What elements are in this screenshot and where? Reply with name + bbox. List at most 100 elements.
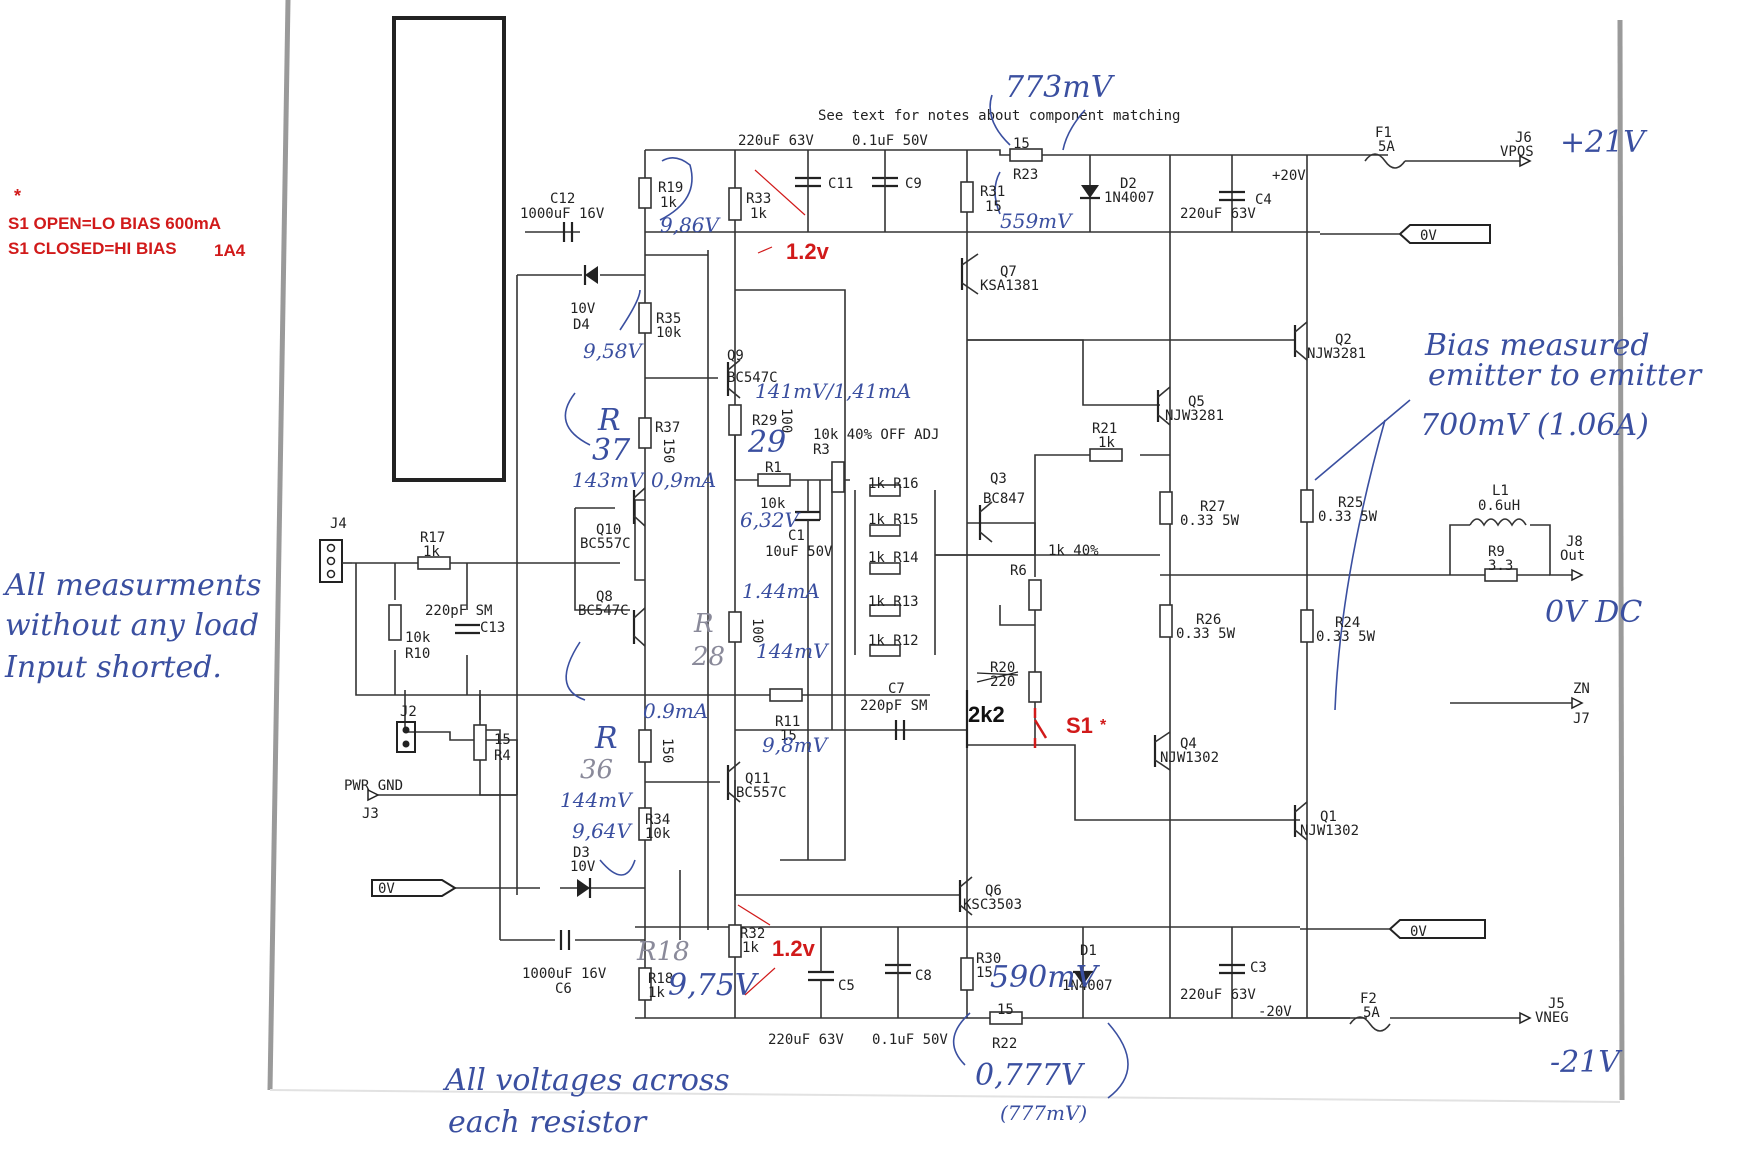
- label-r33: R33: [746, 191, 771, 207]
- label-r4: R4: [494, 748, 511, 764]
- label-c10: 220uF 63V: [738, 133, 814, 149]
- label-r11: R11: [775, 714, 800, 730]
- resistor-r33: [728, 187, 742, 221]
- hand-v-r11: 9,8mV: [762, 733, 830, 757]
- resistor-r15: [869, 524, 901, 537]
- resistor-r25: [1300, 489, 1314, 523]
- hand-meas-line-2: without any load: [5, 608, 259, 643]
- label-c8-value: 0.1uF 50V: [872, 1032, 948, 1048]
- resistor-r17: [417, 556, 451, 570]
- label-r15: 1k R15: [868, 512, 919, 528]
- resistor-r28: [728, 611, 742, 643]
- strike-mark: [976, 672, 1019, 676]
- label-r29: R29: [752, 413, 777, 429]
- red-mark: [744, 967, 776, 996]
- transistor-q10: [632, 487, 646, 527]
- label-c8: C8: [915, 968, 932, 984]
- label-r36-value: 150: [659, 738, 675, 763]
- connector-j2: [396, 721, 416, 753]
- hand-v-r36: 144mV: [560, 788, 634, 812]
- label-r30-value: 15: [976, 965, 993, 981]
- label-c11: C11: [828, 176, 853, 192]
- resistor-r9: [1484, 568, 1518, 582]
- arrow: [1062, 109, 1086, 151]
- label-r34-value: 10k: [645, 826, 671, 842]
- red-mark: [737, 904, 771, 926]
- resistor-r16: [869, 484, 901, 497]
- sheet-right-edge: [1617, 19, 1625, 1101]
- label-c9: C9: [905, 176, 922, 192]
- label-q11: Q11: [745, 771, 770, 787]
- label-r20-value: 220: [990, 674, 1015, 690]
- header-note: See text for notes about component match…: [818, 108, 1180, 124]
- resistor-r21: [1089, 448, 1123, 462]
- label-d3-value: 10V: [570, 859, 596, 875]
- wire: [967, 522, 1036, 577]
- arrow-559mv: [994, 171, 1001, 215]
- label-q10-value: BC557C: [580, 536, 631, 552]
- empty-frame: [392, 16, 506, 482]
- note-line-2: S1 CLOSED=HI BIAS: [8, 239, 177, 258]
- label-r27-value: 0.33 5W: [1180, 513, 1240, 529]
- label-r25-value: 0.33 5W: [1318, 509, 1378, 525]
- diode-d4: [583, 265, 598, 285]
- label-c3: C3: [1250, 960, 1267, 976]
- resistor-r4: [473, 724, 487, 761]
- label-r31-value: 15: [985, 199, 1002, 215]
- label-c13-value: 220pF SM: [425, 603, 492, 619]
- resistor-r10: [388, 604, 402, 641]
- hand-r28-letter: R: [693, 609, 714, 639]
- resistor-r27: [1159, 491, 1173, 525]
- hand-all-line-1: All voltages across: [442, 1063, 730, 1098]
- transistor-q7: [960, 253, 979, 295]
- label-r27: R27: [1200, 499, 1225, 515]
- label-c7: C7: [888, 681, 905, 697]
- arrow-r19: [659, 157, 693, 221]
- resistor-r34: [638, 807, 652, 841]
- label-q4: Q4: [1180, 736, 1197, 752]
- transistor-q8: [632, 607, 646, 647]
- label-r11-value: 15: [780, 728, 797, 744]
- label-r26-value: 0.33 5W: [1176, 626, 1236, 642]
- resistor-r26: [1159, 604, 1173, 638]
- label-r24-value: 0.33 5W: [1316, 629, 1376, 645]
- label-q5: Q5: [1188, 394, 1205, 410]
- label-j5: J5: [1548, 996, 1565, 1012]
- label-q8-value: BC547C: [578, 603, 629, 619]
- annotation-1v2-bottom: 1.2v: [772, 936, 816, 961]
- white-smudge: [1060, 638, 1120, 682]
- label-q9: Q9: [727, 348, 744, 364]
- hand-v-d4: 9,58V: [583, 339, 645, 363]
- label-r9-value: 3.3: [1488, 558, 1513, 574]
- label-r17: R17: [420, 530, 445, 546]
- label-j6-value: VPOS: [1500, 144, 1534, 160]
- resistor-r32: [728, 924, 742, 958]
- resistor-r35: [638, 302, 652, 334]
- label-r19: R19: [658, 180, 683, 196]
- hand-out-dc: 0V DC: [1545, 595, 1642, 630]
- label-r37: R37: [655, 420, 680, 436]
- label-d1-value: 1N4007: [1062, 978, 1113, 994]
- resistor-r22: [989, 1011, 1023, 1025]
- label-d4: D4: [573, 317, 590, 333]
- label-zero-v-top: 0V: [1420, 228, 1437, 244]
- zero-v-flag-top: [1398, 224, 1491, 244]
- label-q4-value: NJW1302: [1160, 750, 1219, 766]
- transistor-q6: [958, 876, 973, 916]
- label-r17-value: 1k: [423, 544, 440, 560]
- arrow-bias: [1314, 399, 1411, 481]
- label-r31: R31: [980, 184, 1005, 200]
- hand-meas-line-1: All measurments: [2, 568, 262, 603]
- arrow-r37: [564, 392, 591, 446]
- capacitor-c4: [1219, 190, 1245, 202]
- resistor-r36: [638, 729, 652, 763]
- hand-v-r34: 9,64V: [572, 819, 634, 843]
- label-r10-value: 10k: [405, 630, 431, 646]
- resistor-r23: [1009, 148, 1043, 162]
- switch-s1-blade: [1033, 719, 1048, 739]
- label-c1-value: 10uF 50V: [765, 544, 833, 560]
- label-q3-value: BC847: [983, 491, 1025, 507]
- label-q7-value: KSA1381: [980, 278, 1039, 294]
- hand-r29-number: 29: [747, 425, 786, 460]
- resistor-r12: [869, 644, 901, 657]
